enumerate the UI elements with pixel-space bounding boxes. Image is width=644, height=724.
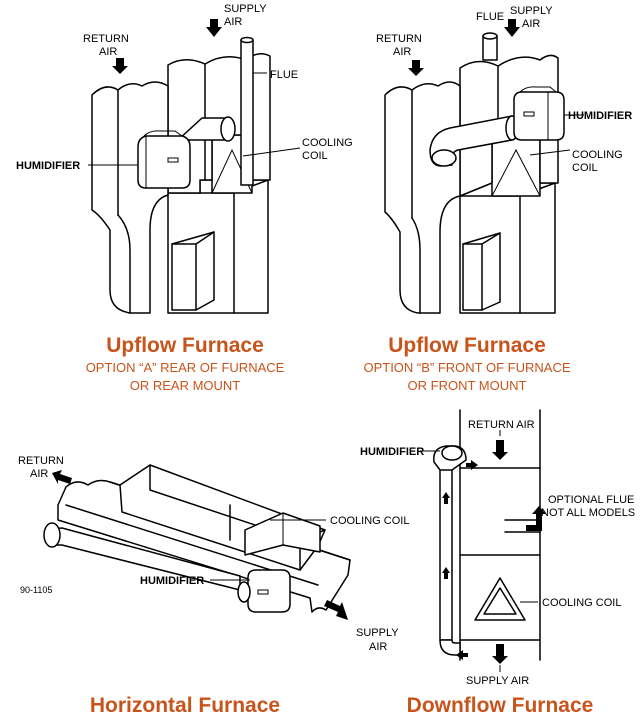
optional-flue-pipe (504, 519, 541, 533)
subtitle-upflow-b-line2: OR FRONT MOUNT (408, 378, 527, 393)
label-supply-air-line2: AIR (522, 18, 540, 30)
panel-downflow: RETURN AIR HUMIDIFIER OPTIONAL FLUE NOT … (360, 409, 635, 717)
label-supply-air-line1: SUPPLY (356, 627, 399, 639)
small-flow-arrow-icon (456, 650, 468, 660)
label-supply-air: SUPPLY AIR (466, 675, 529, 687)
label-humidifier: HUMIDIFIER (16, 160, 80, 172)
label-cooling-coil: COOLING COIL (542, 597, 621, 609)
return-air-arrow-icon (492, 440, 508, 460)
label-return-air-line1: RETURN (376, 33, 422, 45)
label-return-air-line2: AIR (393, 46, 411, 58)
humidifier-unit (513, 86, 565, 141)
subtitle-upflow-a-line1: OPTION “A” REAR OF FURNACE (86, 360, 285, 375)
label-cooling-coil-line1: COOLING (302, 137, 353, 149)
title-upflow-b: Upflow Furnace (388, 334, 546, 357)
label-flue: FLUE (476, 11, 504, 23)
small-flow-arrow-icon (466, 460, 478, 470)
label-cooling-coil-line2: COIL (302, 150, 328, 162)
bypass-flow-arrow-icon (442, 492, 450, 504)
label-humidifier: HUMIDIFIER (360, 446, 424, 458)
label-supply-air-line1: SUPPLY (510, 5, 553, 17)
label-return-air-line2: AIR (30, 468, 48, 480)
humidifier-unit (237, 569, 291, 613)
label-cooling-coil-line1: COOLING (572, 149, 623, 161)
supply-air-arrow-icon (504, 19, 520, 37)
return-air-arrow-icon (52, 470, 72, 484)
return-air-arrow-icon (408, 60, 424, 76)
flue-exhaust-arrow-icon (526, 506, 546, 531)
humidifier-unit (433, 445, 467, 471)
flue-pipe (482, 32, 498, 61)
supply-air-arrow-icon (492, 644, 508, 664)
label-supply-air-line2: AIR (369, 641, 387, 653)
bypass-pipe (177, 116, 236, 142)
subtitle-upflow-b-line1: OPTION “B” FRONT OF FURNACE (363, 360, 570, 375)
label-optional-flue-line2: NOT ALL MODELS (541, 507, 635, 519)
title-upflow-a: Upflow Furnace (106, 334, 264, 357)
flue-pipe (240, 36, 254, 186)
cooling-coil (244, 512, 321, 556)
label-optional-flue-line1: OPTIONAL FLUE (548, 494, 634, 506)
bypass-pipe (439, 459, 461, 656)
label-cooling-coil-line2: COIL (572, 162, 598, 174)
label-supply-air-line2: AIR (224, 16, 242, 28)
return-duct (384, 81, 461, 314)
cooling-coil (474, 577, 526, 621)
title-downflow: Downflow Furnace (407, 694, 594, 717)
supply-air-arrow-icon (324, 600, 348, 620)
filter-box (171, 231, 215, 311)
label-humidifier: HUMIDIFIER (568, 110, 632, 122)
humidifier-unit (137, 130, 191, 189)
label-cooling-coil: COOLING COIL (330, 515, 409, 527)
title-horizontal: Horizontal Furnace (90, 694, 280, 717)
label-return-air-line2: AIR (99, 46, 117, 58)
label-return-air-line1: RETURN (18, 455, 64, 467)
figure-code: 90-1105 (20, 585, 52, 595)
panel-horizontal: RETURN AIR COOLING COIL HUMIDIFIER SUPPL… (18, 455, 409, 717)
cooling-coil (491, 134, 541, 197)
label-supply-air-line1: SUPPLY (224, 3, 267, 15)
label-return-air: RETURN AIR (468, 419, 535, 431)
label-flue: FLUE (270, 69, 298, 81)
return-air-arrow-icon (112, 58, 128, 74)
bypass-flow-arrow-icon (442, 567, 450, 579)
supply-air-arrow-icon (206, 19, 222, 37)
panel-upflow-rear-mount: SUPPLY AIR RETURN AIR FLUE HUMIDIFIER CO… (16, 3, 353, 393)
label-humidifier: HUMIDIFIER (140, 575, 204, 587)
panel-upflow-front-mount: FLUE SUPPLY AIR RETURN AIR HUMIDIFIER CO… (363, 5, 632, 393)
subtitle-upflow-a-line2: OR REAR MOUNT (130, 378, 241, 393)
label-return-air-line1: RETURN (83, 33, 129, 45)
